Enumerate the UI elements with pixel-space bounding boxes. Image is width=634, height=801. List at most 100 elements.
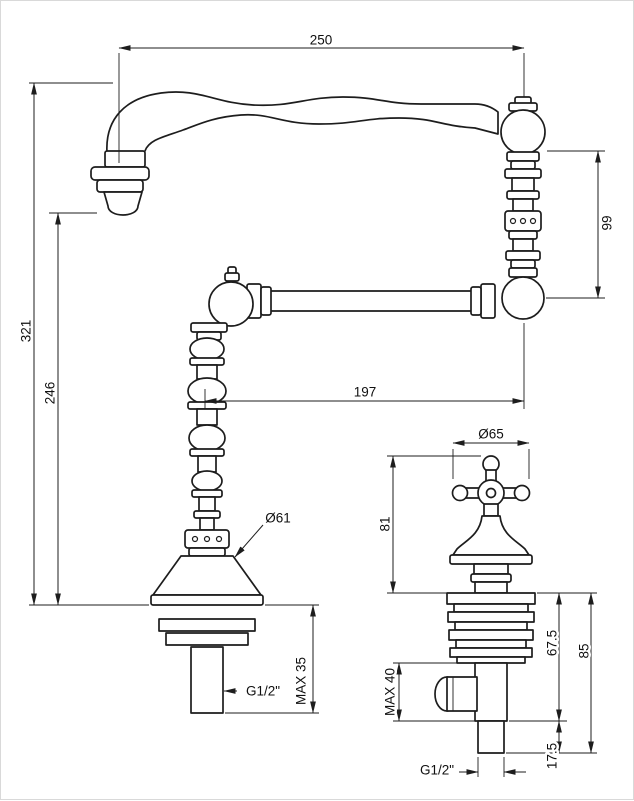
base-ring <box>188 547 226 557</box>
dim-250-label: 250 <box>310 33 333 48</box>
valve-mount <box>446 592 536 664</box>
riser-ring <box>504 168 542 179</box>
dim-d61-label: Ø61 <box>265 511 291 526</box>
riser-ring <box>510 259 536 269</box>
valve-neck <box>473 563 509 575</box>
mount-rib <box>446 592 536 605</box>
handle-screw <box>485 487 497 499</box>
spout-assembly <box>90 91 499 216</box>
mount-rib <box>448 629 534 641</box>
valve-shank-body <box>474 662 508 722</box>
arm-collar <box>470 286 482 316</box>
band-dot <box>191 535 199 543</box>
riser-ring <box>508 230 538 240</box>
swivel-joint-top <box>500 96 546 320</box>
leader-d61 <box>234 524 264 558</box>
column-bulge <box>188 424 226 452</box>
column-ring <box>189 448 225 457</box>
column-ring <box>193 510 221 519</box>
threaded-shank <box>190 646 224 714</box>
pivot-ball <box>208 281 254 327</box>
band-dot <box>519 217 527 225</box>
dim-99-label: 99 <box>600 215 615 230</box>
column-ring <box>190 322 228 333</box>
column <box>187 322 228 531</box>
riser-ring <box>506 151 540 162</box>
cross-handle <box>451 455 531 507</box>
dim-197-label: 197 <box>354 385 377 400</box>
thread-main-label: G1/2" <box>246 684 280 699</box>
band-dot <box>509 217 517 225</box>
dim-d65-label: Ø65 <box>478 427 504 442</box>
valve-ring <box>470 573 512 583</box>
spout-collar-upper <box>90 166 150 181</box>
column-neck <box>196 364 218 380</box>
spout-nozzle <box>103 191 143 216</box>
dim-max40-label: MAX 40 <box>383 668 398 716</box>
valve-tail <box>477 720 505 754</box>
spout-collar-lower <box>96 179 144 193</box>
side-outlet-body <box>446 676 478 712</box>
column-bulge <box>189 337 225 361</box>
mount-rib <box>454 621 528 631</box>
dim-17-5-label: 17.5 <box>545 743 560 769</box>
arm-tube <box>258 290 492 312</box>
handle-ball-left <box>451 484 469 502</box>
mount-rib <box>449 647 533 658</box>
valve-view <box>434 455 536 754</box>
riser-ring <box>505 250 541 261</box>
band-dot <box>203 535 211 543</box>
mount-rib <box>453 603 529 613</box>
riser-ring <box>506 190 540 200</box>
column-neck <box>198 496 216 512</box>
ball-joint-lower <box>501 276 545 320</box>
riser-neck <box>512 238 534 252</box>
column-neck <box>199 517 215 531</box>
arm-collar <box>480 283 496 319</box>
dim-67-5-label: 67.5 <box>545 630 560 656</box>
base-flange <box>152 555 262 596</box>
washer <box>158 618 256 632</box>
valve-bell <box>452 515 530 556</box>
riser-ring <box>510 160 536 170</box>
column-neck <box>196 408 218 426</box>
dim-85-label: 85 <box>577 643 592 658</box>
faucet-view <box>90 91 546 714</box>
riser-ring <box>508 267 538 278</box>
column-bulge <box>191 470 223 492</box>
dim-81-label: 81 <box>378 516 393 531</box>
dim-max35-label: MAX 35 <box>294 657 309 705</box>
column-ring <box>191 489 223 498</box>
dim-246-label: 246 <box>43 382 58 405</box>
valve-neck <box>474 581 508 594</box>
handle-ball-right <box>513 484 531 502</box>
valve-shank <box>434 662 508 754</box>
spout-neck <box>104 150 146 168</box>
band-dot <box>529 217 537 225</box>
base <box>150 529 264 606</box>
column-bulge <box>187 377 227 405</box>
mount-rib <box>455 639 527 649</box>
under-deck-main <box>158 618 256 714</box>
band-dot <box>215 535 223 543</box>
valve-body <box>449 503 533 594</box>
valve-ring <box>449 554 533 565</box>
base-rim <box>150 594 264 606</box>
dimensions: 250 321 246 99 197 Ø61 MAX 35 G1/2" Ø65 … <box>16 30 617 780</box>
spout-tube <box>106 91 499 154</box>
arm-collar <box>260 286 272 316</box>
mount-rib <box>447 611 535 623</box>
column-neck <box>197 455 217 473</box>
valve-stem <box>483 503 499 517</box>
locknut <box>165 632 249 646</box>
swivel-arm <box>208 266 496 327</box>
riser-neck <box>511 177 535 192</box>
pivot-cap <box>224 272 240 282</box>
column-ring <box>189 357 225 366</box>
mount-rib <box>456 656 526 664</box>
dim-321-label: 321 <box>19 320 34 343</box>
column-ring <box>187 401 227 410</box>
riser-neck <box>512 198 534 212</box>
